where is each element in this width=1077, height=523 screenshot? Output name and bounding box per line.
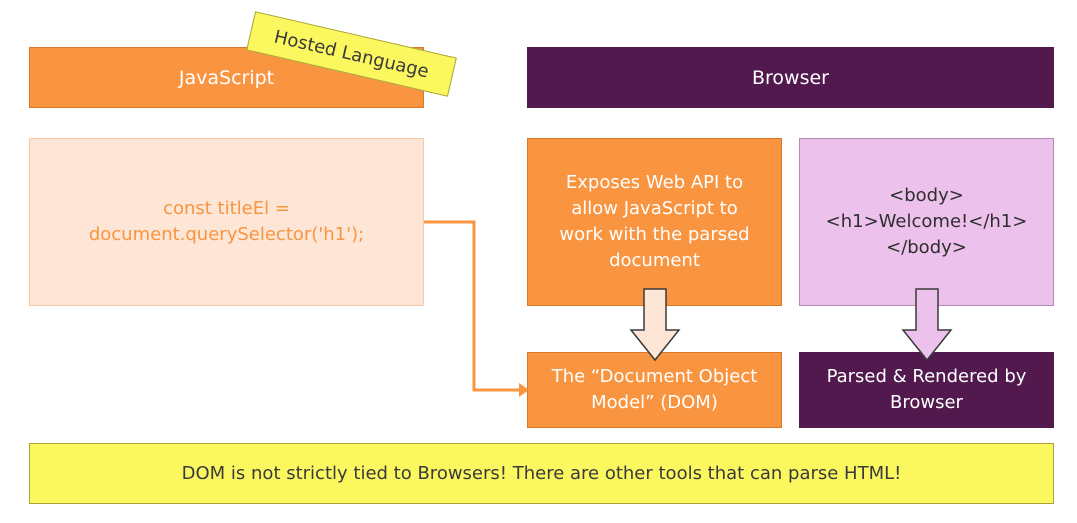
web-api-text: Exposes Web API to allow JavaScript to w… — [559, 172, 750, 271]
rendered-text: Parsed & Rendered by Browser — [826, 366, 1027, 413]
dom-box: The “Document Object Model” (DOM) — [527, 352, 782, 428]
rendered-box: Parsed & Rendered by Browser — [799, 352, 1054, 428]
code-example-box: const titleEl = document.querySelector('… — [29, 138, 424, 306]
browser-header-label: Browser — [752, 66, 829, 89]
html-to-rendered-arrow — [901, 288, 953, 362]
web-api-to-dom-arrow — [629, 288, 681, 362]
code-to-dom-arrowhead — [519, 383, 529, 397]
html-markup-text: <body> <h1>Welcome!</h1> </body> — [825, 185, 1028, 258]
note-text: DOM is not strictly tied to Browsers! Th… — [181, 463, 902, 484]
javascript-header-label: JavaScript — [178, 66, 275, 89]
html-markup-box: <body> <h1>Welcome!</h1> </body> — [799, 138, 1054, 306]
browser-header: Browser — [527, 47, 1054, 108]
web-api-box: Exposes Web API to allow JavaScript to w… — [527, 138, 782, 306]
dom-text: The “Document Object Model” (DOM) — [551, 366, 758, 413]
note-banner: DOM is not strictly tied to Browsers! Th… — [29, 443, 1054, 504]
code-example-text: const titleEl = document.querySelector('… — [88, 198, 365, 245]
code-to-dom-connector — [424, 220, 521, 392]
